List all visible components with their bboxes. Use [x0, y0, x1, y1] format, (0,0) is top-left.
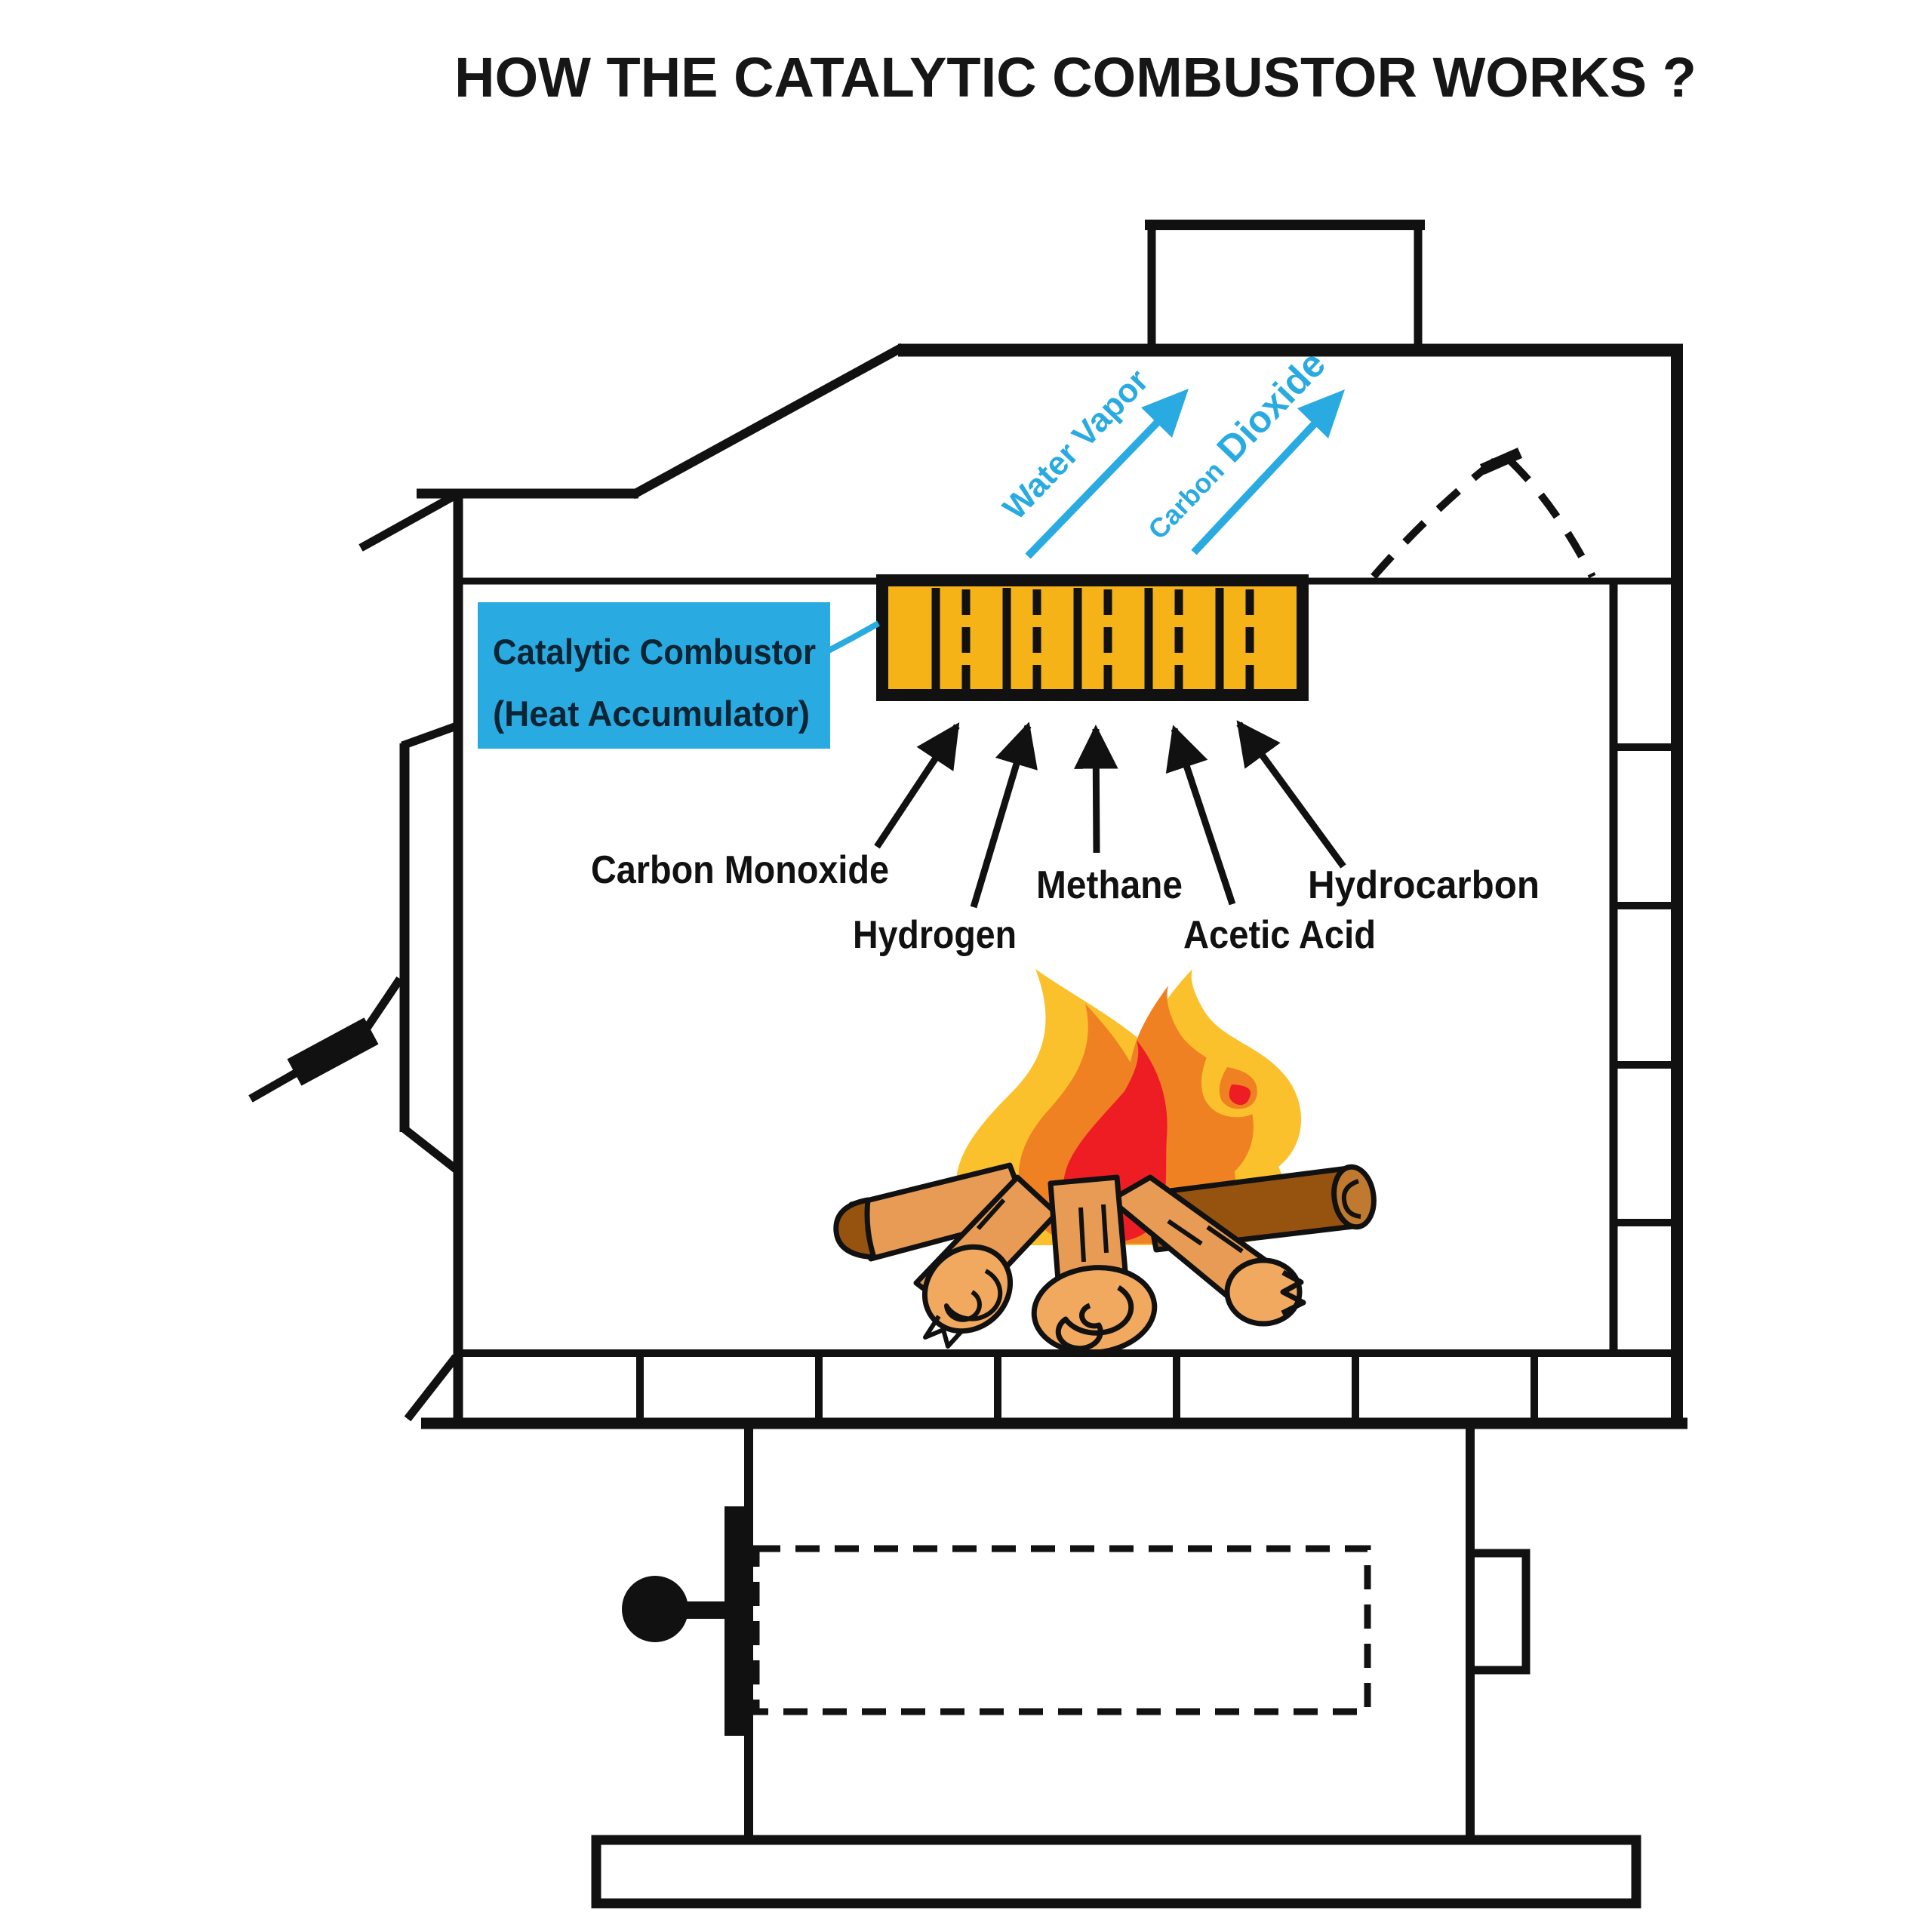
page-title: HOW THE CATALYTIC COMBUSTOR WORKS ? [454, 46, 1697, 109]
campfire-logs [833, 1162, 1377, 1355]
log-center-front [1031, 1174, 1158, 1355]
small-flame [1201, 1041, 1268, 1118]
pedestal-side-tab [1466, 1549, 1531, 1675]
combustion-gas-labels: Carbon Monoxide Hydrogen Methane Acetic … [591, 848, 1540, 957]
base-plate [591, 1835, 1641, 1909]
acetic-acid-label: Acetic Acid [1183, 913, 1376, 957]
pedestal [622, 1427, 1531, 1840]
log-right-front [1108, 1174, 1306, 1327]
callout-box [478, 602, 830, 749]
stove-outline [358, 220, 1683, 1423]
band-left-chamfer [404, 1354, 460, 1422]
brick-band [404, 1349, 1687, 1429]
left-chamfer [358, 491, 458, 552]
callout-leader-line [827, 620, 880, 654]
combustion-gas-arrows [874, 720, 1346, 909]
carbon-monoxide-label: Carbon Monoxide [591, 848, 889, 892]
knob-stem [679, 1601, 732, 1619]
right-wall-liner [1609, 581, 1672, 1351]
hood-slope [630, 343, 905, 500]
knob [622, 1576, 688, 1642]
chimney [1145, 220, 1425, 353]
carbon-monoxide-arrow [874, 722, 960, 849]
air-control-knob [622, 1506, 752, 1736]
hinge-bar [724, 1506, 752, 1736]
carbon-dioxide-arrow: Carbon Dioxide [1135, 343, 1345, 555]
carbon-dioxide-arrowhead [1297, 389, 1345, 438]
carbon-dioxide-label: Carbon Dioxide [1135, 343, 1334, 546]
methane-arrow [1074, 724, 1118, 854]
hydrocarbon-label: Hydrocarbon [1308, 863, 1540, 907]
brick-dividers [636, 1357, 1538, 1420]
catalytic-combustor-block [876, 574, 1309, 701]
acetic-acid-arrow [1165, 724, 1236, 906]
door-handle [248, 976, 404, 1103]
water-vapor-arrowhead [1141, 389, 1189, 438]
combustor-cells [931, 588, 1254, 692]
hydrogen-arrow [970, 721, 1038, 909]
hydrogen-label: Hydrogen [853, 913, 1017, 957]
callout-line1: Catalytic Combustor [493, 632, 816, 672]
loading-door [248, 721, 460, 1174]
fire-illustration [833, 969, 1377, 1355]
callout-line2: (Heat Accumulator) [493, 694, 810, 734]
methane-label: Methane [1036, 863, 1183, 907]
log-mid-left [913, 1174, 1060, 1349]
damper-dashed-arc [1371, 448, 1596, 580]
hydrocarbon-arrow [1236, 720, 1346, 869]
ash-pan-dashed [752, 1545, 1371, 1715]
combustor-callout: Catalytic Combustor (Heat Accumulator) [478, 602, 880, 749]
